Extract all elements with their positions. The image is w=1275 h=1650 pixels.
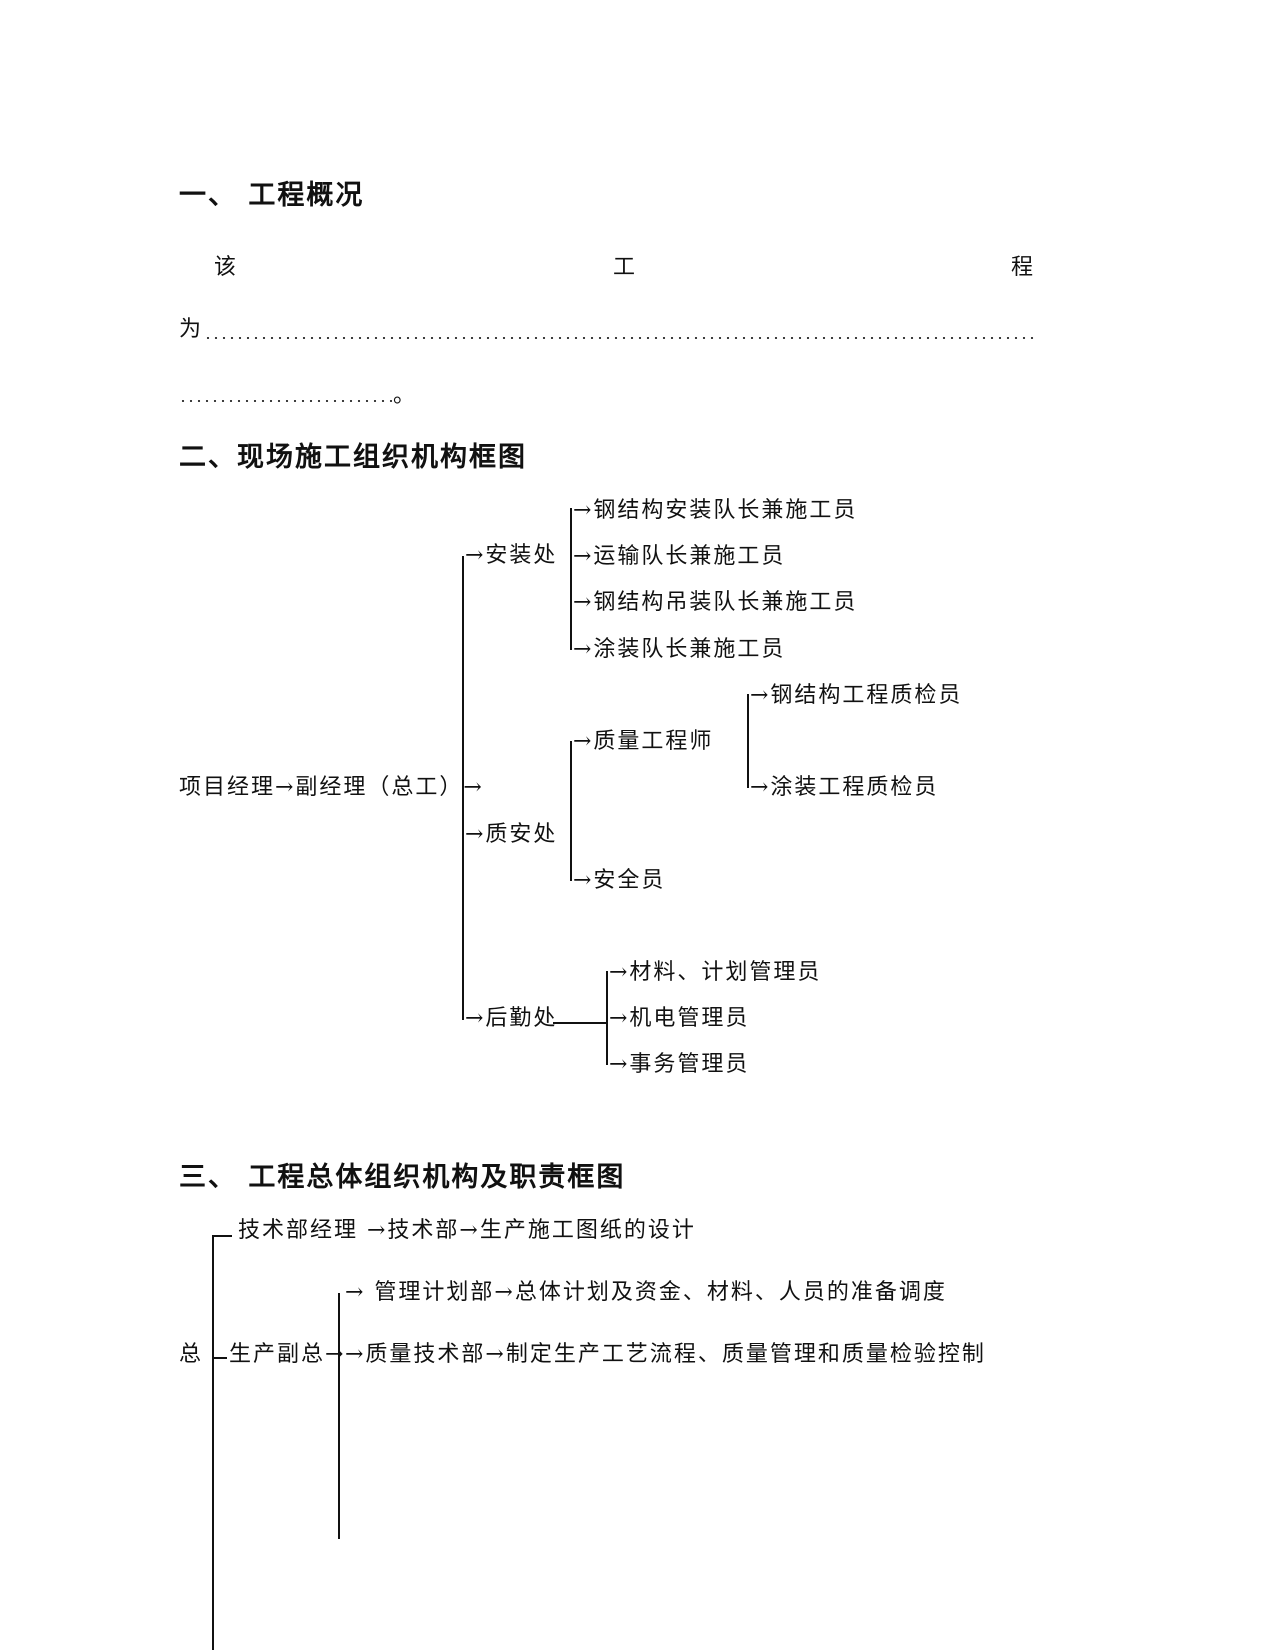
- houqin-item: →材料、计划管理员: [609, 960, 822, 985]
- dept-anzhuang: →安装处: [465, 543, 558, 568]
- prod-item-quality: →质量技术部→制定生产工艺流程、质量管理和质量检验控制: [345, 1342, 986, 1367]
- body-char-gai: 该: [214, 255, 239, 280]
- prod-item-plan: → 管理计划部→总体计划及资金、材料、人员的准备调度: [345, 1280, 947, 1305]
- prod-vice-label: 生产副总→: [229, 1342, 346, 1367]
- houqin-item: →机电管理员: [609, 1006, 750, 1031]
- dotted-leader-1: [204, 337, 1034, 339]
- inspector-item: →钢结构工程质检员: [750, 683, 963, 708]
- tick-tech: [213, 1235, 232, 1237]
- body-char-gong: 工: [613, 255, 638, 280]
- bracket-anzhuang: [570, 508, 572, 650]
- bracket-general: [212, 1235, 214, 1650]
- bracket-prod: [338, 1293, 340, 1539]
- anzhuang-item: →钢结构吊装队长兼施工员: [573, 590, 858, 615]
- anzhuang-item: →涂装队长兼施工员: [573, 637, 786, 662]
- quality-engineer: →质量工程师: [573, 729, 714, 754]
- dotted-leader-2: [179, 400, 395, 402]
- section2-heading: 二、现场施工组织机构框图: [179, 442, 527, 473]
- bracket-main: [462, 556, 464, 1020]
- org-root: 项目经理→副经理（总工）→: [179, 775, 484, 800]
- dept-houqin: →后勤处: [465, 1006, 558, 1031]
- inspector-item: →涂装工程质检员: [750, 775, 939, 800]
- dept-zhian: →质安处: [465, 822, 558, 847]
- section1-heading: 一、 工程概况: [179, 180, 365, 211]
- tick-prod: [213, 1357, 227, 1359]
- anzhuang-item: →钢结构安装队长兼施工员: [573, 498, 858, 523]
- connector-houqin: [553, 1022, 607, 1024]
- anzhuang-item: →运输队长兼施工员: [573, 544, 786, 569]
- safety-officer: →安全员: [573, 868, 666, 893]
- section3-heading: 三、 工程总体组织机构及职责框图: [179, 1162, 626, 1193]
- bracket-houqin: [606, 971, 608, 1065]
- houqin-item: →事务管理员: [609, 1052, 750, 1077]
- bracket-quality: [747, 694, 749, 788]
- org3-root: 总: [179, 1342, 204, 1367]
- body-char-wei: 为: [179, 317, 204, 342]
- body-end-mark: 。: [393, 383, 418, 408]
- bracket-zhian: [570, 741, 572, 881]
- tech-manager-line: 技术部经理 →技术部→生产施工图纸的设计: [238, 1218, 696, 1243]
- body-char-cheng: 程: [1011, 255, 1036, 280]
